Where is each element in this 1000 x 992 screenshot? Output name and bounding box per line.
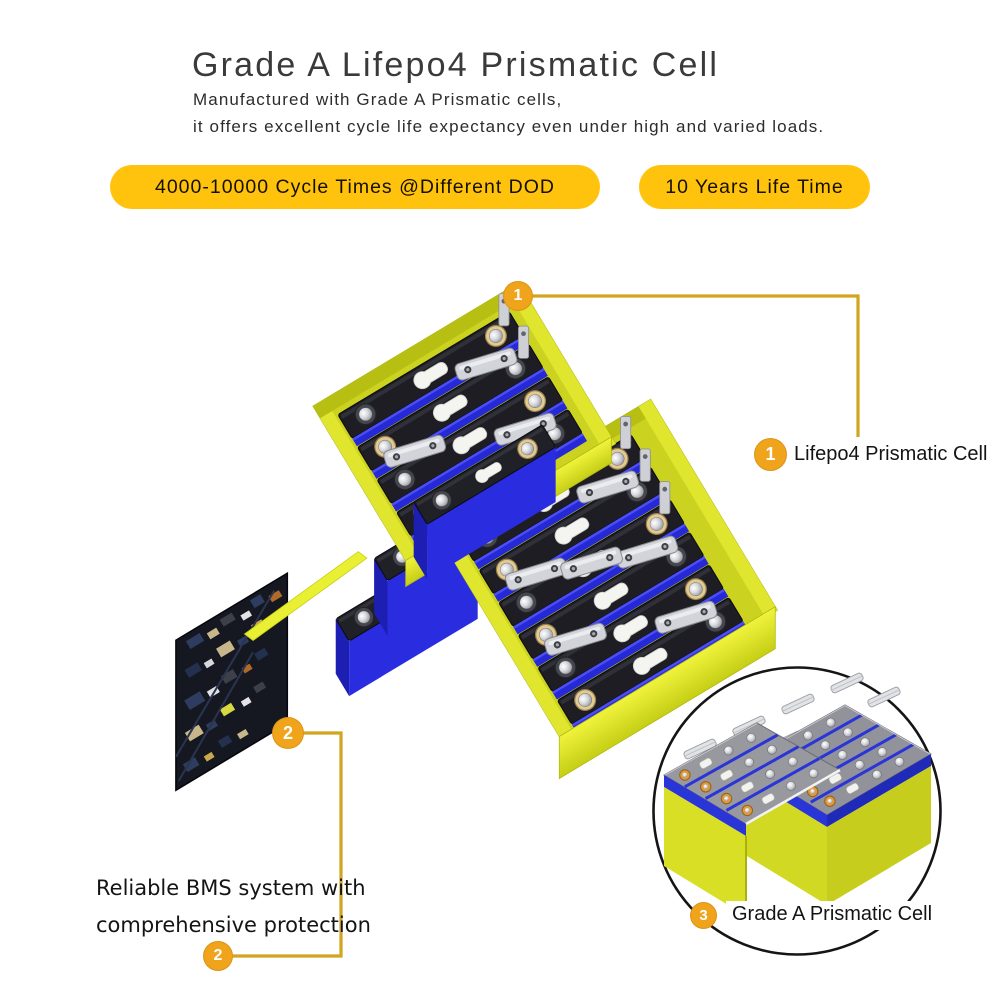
callout-1-label: Lifepo4 Prismatic Cell — [794, 443, 988, 465]
callout-1-marker-at-label: 1 — [754, 438, 787, 471]
subtitle-line-1: Manufactured with Grade A Prismatic cell… — [193, 90, 563, 109]
exploded-battery-pack — [175, 281, 779, 792]
callout-2-label-line-2: comprehensive protection — [96, 913, 371, 937]
callout-3-label: Grade A Prismatic Cell — [726, 901, 943, 930]
leader-line-2 — [232, 731, 343, 958]
page-title: Grade A Lifepo4 Prismatic Cell — [192, 46, 720, 84]
callout-3-marker: 3 — [690, 902, 717, 929]
callout-1-marker-on-pack: 1 — [503, 281, 533, 311]
yellow-divider-plate — [243, 551, 368, 642]
callout-2-marker-at-label: 2 — [203, 941, 233, 971]
inset-pack-left — [663, 722, 842, 916]
leader-line-1 — [532, 294, 860, 437]
inset-circle-figure — [652, 666, 942, 956]
callout-2-label: Reliable BMS system with comprehensive p… — [96, 870, 371, 944]
feature-badge-life-time: 10 Years Life Time — [639, 165, 870, 209]
callout-2-marker-on-bms: 2 — [272, 717, 304, 749]
callout-2-label-line-1: Reliable BMS system with — [96, 876, 366, 900]
bms-pcb-board — [175, 571, 289, 792]
feature-badge-cycle-times: 4000-10000 Cycle Times @Different DOD — [110, 165, 600, 209]
subtitle-line-2: it offers excellent cycle life expectanc… — [193, 117, 825, 136]
